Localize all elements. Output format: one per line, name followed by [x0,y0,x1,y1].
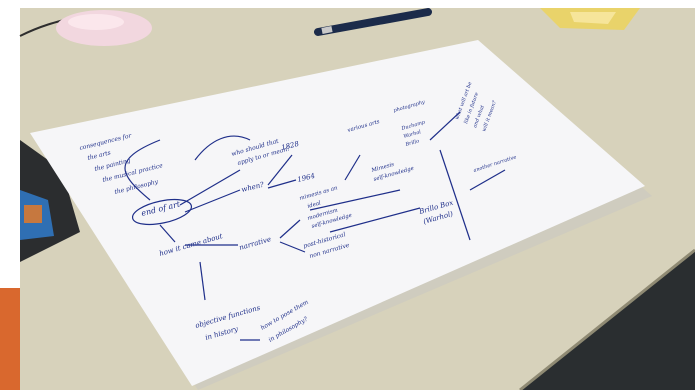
link-17 [124,139,161,201]
mind-map-paper [30,40,645,386]
link-12 [429,111,461,141]
link-10 [329,207,421,233]
duchamp-2: Warhol [403,129,422,140]
link-8 [279,241,306,253]
link-11 [344,154,361,181]
blue-pen [314,8,432,36]
mind-map-ink [124,111,506,341]
center-ellipse [131,198,193,226]
link-7 [279,219,301,239]
snack-wrapper [540,8,640,30]
link-2 [184,189,241,213]
laptop [20,140,80,262]
link-3 [159,224,176,243]
link-18 [194,135,251,161]
mimesis-2: ideal [307,200,322,210]
link-14 [469,169,506,191]
duchamp-3: Brillo [404,138,420,148]
link-9 [309,189,401,211]
desk-edge [519,248,695,390]
link-1 [179,169,241,206]
link-6 [267,179,297,189]
pink-mouse [56,10,152,46]
link-13 [439,149,471,241]
link-15 [199,261,206,301]
link-5 [267,154,293,186]
orange-accent [0,288,20,390]
